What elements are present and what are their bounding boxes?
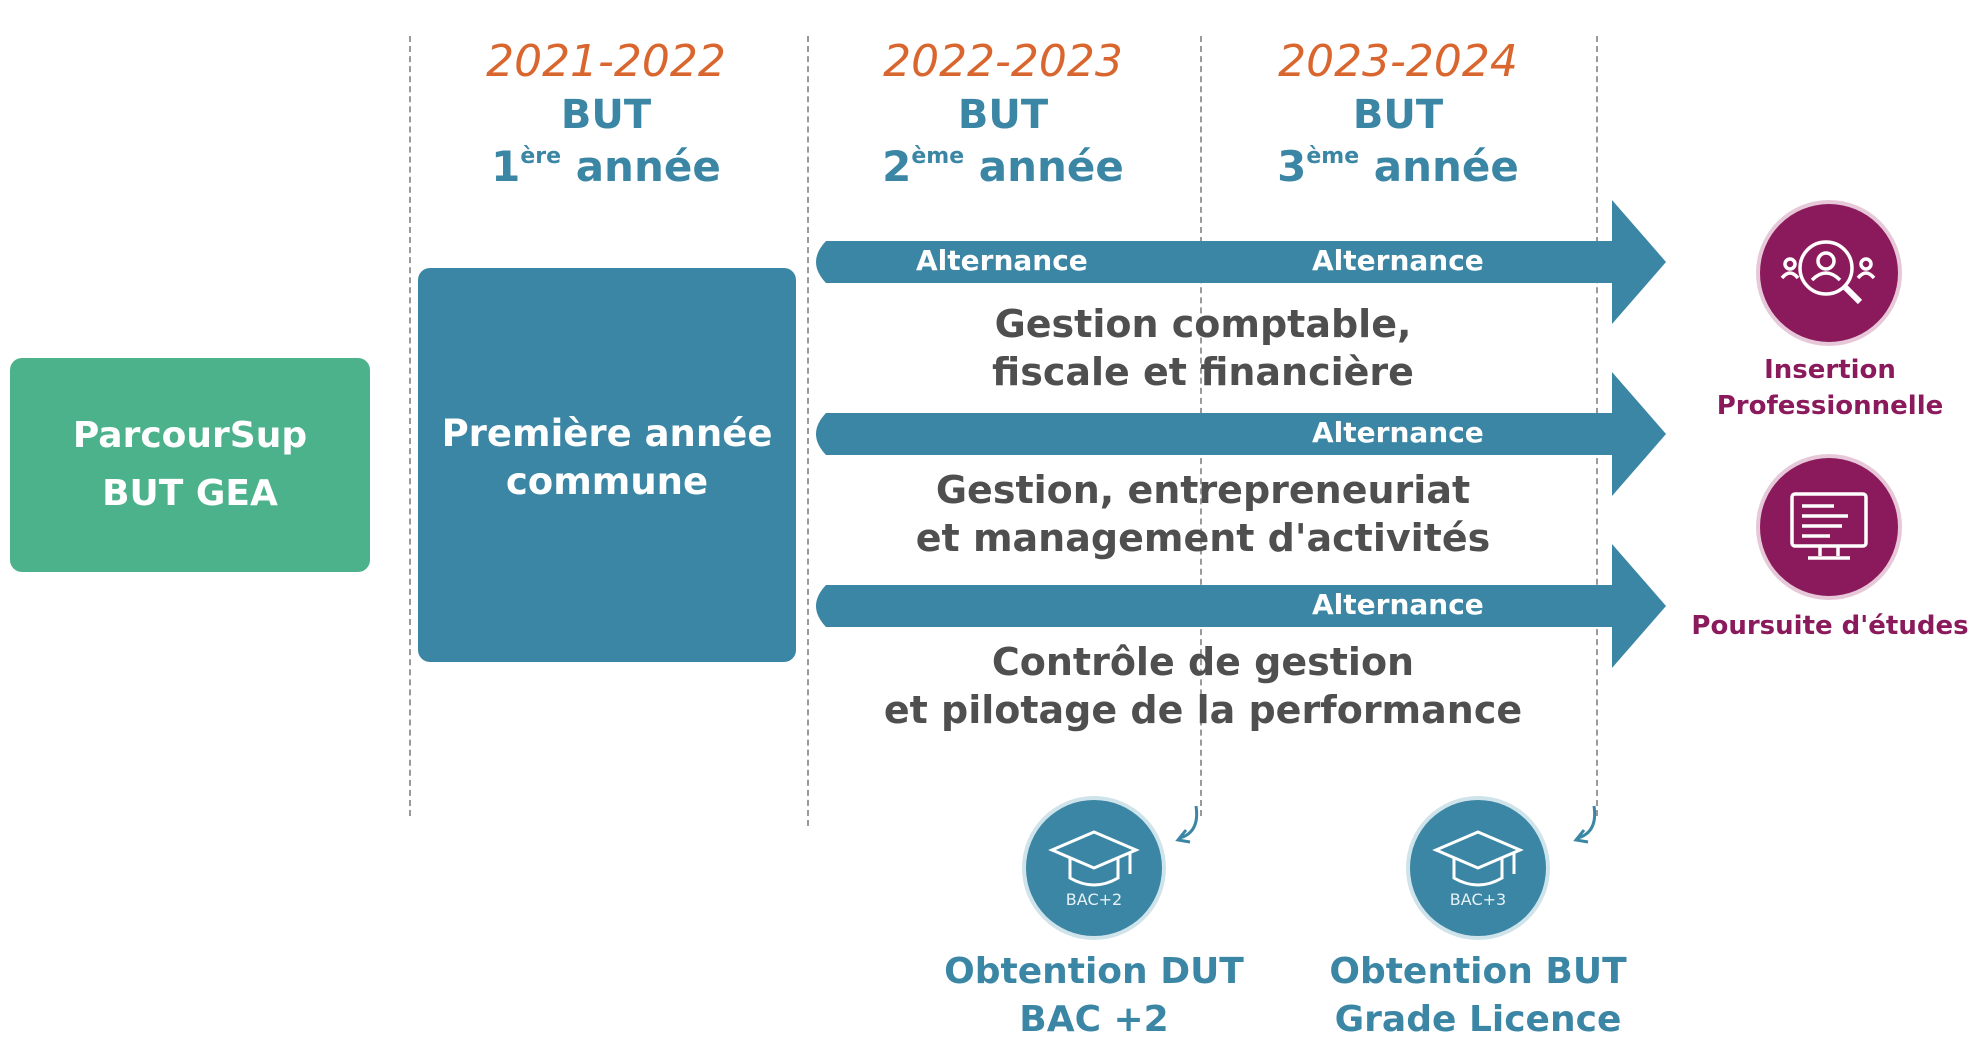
recruitment-search-icon [1780, 240, 1876, 305]
first-year-common-box: Première année commune [418, 268, 796, 662]
alternance-label: Alternance [1312, 244, 1484, 277]
curved-arrow-icon [1179, 805, 1199, 840]
entry-line1: ParcourSup [72, 415, 308, 456]
parcoursup-box: ParcourSup BUT GEA [10, 358, 370, 572]
outcome-circle-1 [1760, 204, 1898, 342]
track-title-1: Gestion comptable,fiscale et financière [992, 302, 1414, 394]
year-period: 2021-2022 [486, 36, 726, 87]
track-arrow-3 [816, 544, 1666, 668]
year-period: 2023-2024 [1278, 36, 1518, 87]
year-degree: BUT [560, 92, 652, 138]
alternance-label: Alternance [1312, 416, 1484, 449]
year-degree: BUT [957, 92, 1049, 138]
track-arrow-1 [816, 200, 1666, 324]
first-year-line2: commune [505, 460, 709, 503]
divider-line [409, 36, 411, 816]
graduation-badge-2: BAC+3 [1410, 800, 1546, 936]
computer-monitor-icon [1790, 492, 1868, 560]
badge-level: BAC+3 [1449, 890, 1507, 909]
outcome-circle-2 [1760, 458, 1898, 596]
track-arrow-2 [816, 372, 1666, 496]
divider-line [807, 36, 809, 826]
alternance-label: Alternance [916, 244, 1088, 277]
year-level: 1ère année [491, 142, 721, 191]
alternance-label: Alternance [1312, 588, 1484, 621]
badge-level: BAC+2 [1065, 890, 1123, 909]
year-level: 2ème année [882, 142, 1124, 191]
year-period: 2022-2023 [883, 36, 1123, 87]
year-degree: BUT [1352, 92, 1444, 138]
entry-line2: BUT GEA [102, 473, 278, 514]
year-level: 3ème année [1277, 142, 1519, 191]
outcome-label-2: Poursuite d'études [1691, 611, 1969, 641]
first-year-line1: Première année [441, 412, 773, 455]
graduation-cap-icon [1432, 830, 1524, 887]
graduation-cap-icon [1048, 830, 1140, 887]
curved-arrow-icon [1577, 805, 1597, 840]
graduation-badge-1: BAC+2 [1026, 800, 1162, 936]
